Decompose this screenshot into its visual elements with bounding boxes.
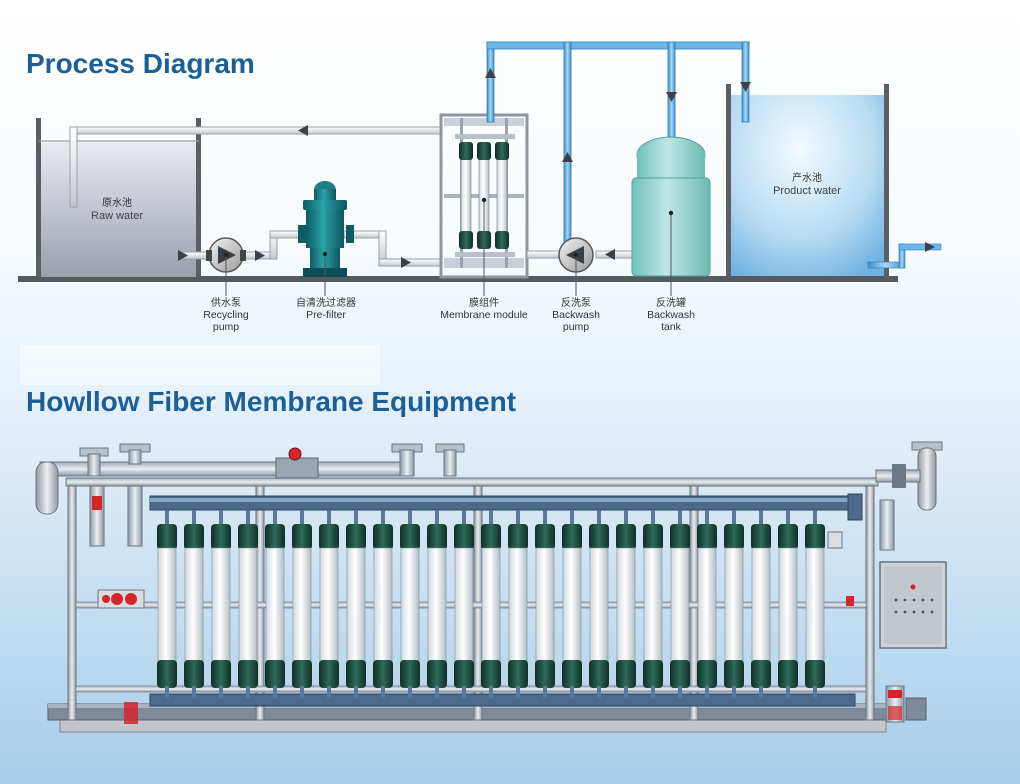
recycling-pump-label-en1: Recycling bbox=[203, 309, 249, 321]
product-water-label-en: Product water bbox=[773, 185, 841, 197]
recycling-pump-label-zh: 供水泵 bbox=[211, 296, 241, 309]
membrane-column bbox=[535, 510, 555, 698]
membrane-column bbox=[616, 510, 636, 698]
membrane-column bbox=[562, 510, 582, 698]
backwash-tank-label-en1: Backwash bbox=[647, 309, 695, 321]
membrane-column bbox=[589, 510, 609, 698]
product-water-tank bbox=[726, 84, 889, 278]
recycling-pump-label-en2: pump bbox=[213, 321, 239, 333]
membrane-column bbox=[751, 510, 771, 698]
membrane-column bbox=[184, 510, 204, 698]
membrane-module-label-en: Membrane module bbox=[440, 309, 528, 321]
backwash-tank-label-en2: tank bbox=[661, 321, 682, 333]
leader-lines bbox=[225, 200, 672, 296]
backwash-pump-label-zh: 反洗泵 bbox=[561, 297, 591, 309]
membrane-column bbox=[481, 510, 501, 698]
pre-filter-label-zh: 自清洗过滤器 bbox=[296, 296, 356, 309]
membrane-column bbox=[238, 510, 258, 698]
backwash-pump-label-en1: Backwash bbox=[552, 309, 600, 321]
raw-water-label-zh: 原水池 bbox=[102, 196, 132, 209]
raw-water-tank bbox=[36, 118, 201, 278]
membrane-column bbox=[346, 510, 366, 698]
watermark-band bbox=[20, 345, 380, 385]
pre-filter-label-en: Pre-filter bbox=[306, 309, 346, 321]
membrane-column bbox=[805, 510, 825, 698]
pre-filter-icon bbox=[298, 181, 354, 277]
membrane-column bbox=[265, 510, 285, 698]
ground-line bbox=[18, 276, 898, 282]
membrane-column bbox=[157, 510, 177, 698]
product-water-label-zh: 产水池 bbox=[792, 171, 822, 184]
membrane-column-row bbox=[157, 510, 825, 698]
permeate-pipe bbox=[485, 41, 751, 253]
membrane-column bbox=[373, 510, 393, 698]
membrane-column bbox=[454, 510, 474, 698]
backwash-pump-label-en2: pump bbox=[563, 321, 589, 333]
membrane-module-label-zh: 膜组件 bbox=[469, 296, 499, 309]
membrane-column bbox=[697, 510, 717, 698]
product-outlet-pipe bbox=[867, 242, 942, 269]
raw-water-label-en: Raw water bbox=[91, 210, 143, 222]
process-diagram-title: Process Diagram bbox=[26, 48, 255, 79]
membrane-column bbox=[292, 510, 312, 698]
feed-pipe bbox=[178, 230, 442, 268]
membrane-column bbox=[778, 510, 798, 698]
membrane-column bbox=[508, 510, 528, 698]
membrane-column bbox=[643, 510, 663, 698]
membrane-column bbox=[670, 510, 690, 698]
membrane-column bbox=[211, 510, 231, 698]
equipment-title: Howllow Fiber Membrane Equipment bbox=[26, 386, 517, 417]
backwash-tank-label-zh: 反洗罐 bbox=[656, 296, 686, 309]
membrane-column bbox=[319, 510, 339, 698]
membrane-column bbox=[724, 510, 744, 698]
membrane-column bbox=[400, 510, 420, 698]
flow-arrow-left bbox=[298, 125, 308, 136]
membrane-column bbox=[427, 510, 447, 698]
